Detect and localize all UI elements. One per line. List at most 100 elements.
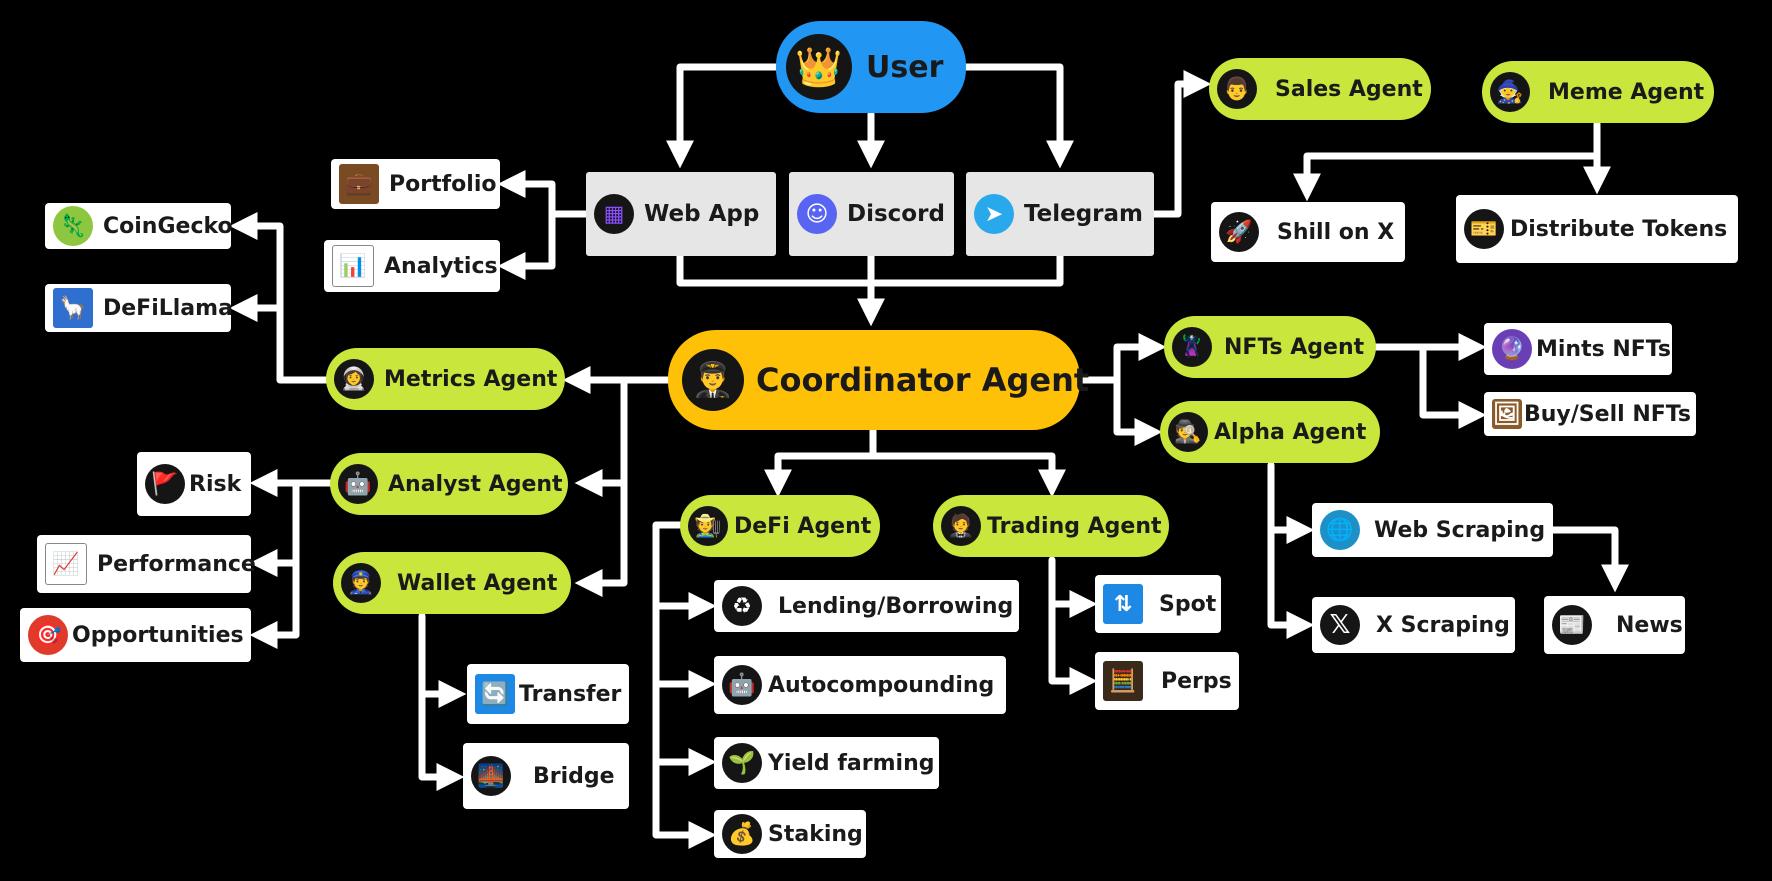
perps-label: Perps [1161, 668, 1232, 694]
telegram-label: Telegram [1024, 201, 1144, 227]
lending-borrowing-node[interactable]: ♻ Lending/Borrowing [714, 580, 1019, 632]
user-label: User [866, 49, 944, 85]
performance-node[interactable]: 📈 Performance [37, 535, 256, 593]
edge-defi-autocompounding [652, 602, 717, 698]
red-flag-icon: 🚩 [145, 464, 185, 504]
buy-sell-nfts-label: Buy/Sell NFTs [1524, 401, 1691, 427]
gecko-icon: 🦎 [53, 206, 93, 246]
meme-agent-node[interactable]: 🧙 Meme Agent [1482, 61, 1714, 123]
edge-webapp-analytics [497, 210, 556, 280]
crystal-ball-icon: 🔮 [1492, 329, 1532, 369]
rocket-icon: 🚀 [1219, 212, 1259, 252]
purple-cubes-icon: ▦ [594, 194, 634, 234]
discord-logo-icon: ☺ [797, 194, 837, 234]
sales-agent-node[interactable]: 👨 Sales Agent [1209, 58, 1431, 120]
edge-alpha-webscraping [1267, 461, 1315, 544]
coingecko-label: CoinGecko [103, 213, 233, 239]
defi-agent-label: DeFi Agent [734, 513, 872, 539]
edge-wallet-bridge [418, 690, 465, 791]
transfer-label: Transfer [519, 681, 622, 707]
edge-coordinator-wallet [574, 479, 628, 597]
staking-node[interactable]: 💰 Staking [714, 810, 866, 858]
perps-node[interactable]: 🧮 Perps [1095, 652, 1239, 710]
x-logo-icon: 𝕏 [1320, 605, 1360, 645]
discord-label: Discord [847, 201, 945, 227]
coingecko-node[interactable]: 🦎 CoinGecko [45, 203, 233, 249]
shill-on-x-node[interactable]: 🚀 Shill on X [1211, 202, 1405, 262]
metrics-agent-node[interactable]: 👩‍🚀 Metrics Agent [326, 348, 565, 410]
edge-trading-perps [1048, 600, 1098, 695]
discord-node[interactable]: ☺ Discord [789, 172, 954, 256]
farmer-icon: 🧑‍🌾 [688, 506, 728, 546]
abacus-icon: 🧮 [1103, 661, 1143, 701]
edge-defi-lending [652, 521, 717, 620]
trend-up-chart-icon: 📈 [45, 543, 87, 585]
autocompounding-node[interactable]: 🤖 Autocompounding [714, 656, 1006, 714]
autocompounding-label: Autocompounding [768, 672, 995, 698]
spot-node[interactable]: ⇅ Spot [1095, 575, 1221, 633]
pilot-icon: 👨‍✈️ [682, 349, 744, 411]
nfts-agent-node[interactable]: 🦹 NFTs Agent [1164, 316, 1376, 378]
coordinator-agent-node[interactable]: 👨‍✈️ Coordinator Agent [668, 330, 1089, 430]
edge-webscraping-news [1549, 526, 1629, 593]
shill-on-x-label: Shill on X [1277, 219, 1395, 245]
detective-icon: 🕵 [1168, 412, 1208, 452]
performance-label: Performance [97, 551, 256, 577]
bridge-node[interactable]: 🌉 Bridge [463, 743, 629, 809]
alpha-agent-node[interactable]: 🕵 Alpha Agent [1160, 401, 1380, 463]
transfer-node[interactable]: 🔄 Transfer [467, 664, 629, 724]
distribute-tokens-node[interactable]: 🎫 Distribute Tokens [1456, 195, 1738, 263]
prince-face-icon: 👑 [786, 34, 852, 100]
portfolio-node[interactable]: 💼 Portfolio [331, 159, 500, 209]
x-scraping-node[interactable]: 𝕏 X Scraping [1312, 597, 1515, 653]
user-node[interactable]: 👑 User [776, 21, 966, 113]
web-app-node[interactable]: ▦ Web App [586, 172, 776, 256]
telegram-node[interactable]: ➤ Telegram [966, 172, 1154, 256]
defillama-node[interactable]: 🦙 DeFiLlama [45, 284, 233, 332]
robot-face-icon: 🤖 [338, 464, 378, 504]
edge-user-telegram [962, 63, 1074, 169]
seedling-icon: 🌱 [722, 743, 762, 783]
bridge-icon: 🌉 [471, 756, 511, 796]
astronaut-icon: 👩‍🚀 [334, 359, 374, 399]
swap-arrows-icon: ⇅ [1103, 584, 1143, 624]
edge-alpha-xscraping [1267, 526, 1315, 639]
edge-telegram-sales [1150, 70, 1212, 218]
edge-coordinator-nfts [1076, 333, 1167, 384]
briefcase-icon: 💼 [339, 164, 379, 204]
robot-icon: 🤖 [722, 665, 762, 705]
web-scraping-label: Web Scraping [1374, 517, 1546, 543]
refresh-arrows-icon: 🔄 [475, 674, 515, 714]
edge-wallet-transfer [418, 612, 467, 708]
opportunities-node[interactable]: 🎯 Opportunities [20, 608, 251, 662]
edge-channels-coordinator [676, 252, 1064, 318]
distribute-tokens-label: Distribute Tokens [1510, 216, 1728, 242]
superhero-icon: 🦹 [1172, 327, 1212, 367]
analytics-node[interactable]: 📊 Analytics [324, 240, 500, 292]
yield-farming-node[interactable]: 🌱 Yield farming [714, 737, 939, 789]
web-scraping-node[interactable]: 🌐 Web Scraping [1312, 503, 1553, 557]
risk-node[interactable]: 🚩 Risk [137, 452, 251, 516]
edge-nfts-buysell [1419, 343, 1487, 429]
news-label: News [1616, 612, 1683, 638]
x-scraping-label: X Scraping [1376, 612, 1510, 638]
trading-agent-label: Trading Agent [987, 513, 1162, 539]
defi-agent-node[interactable]: 🧑‍🌾 DeFi Agent [680, 495, 880, 557]
news-node[interactable]: 📰 News [1544, 596, 1685, 654]
wizard-icon: 🧙 [1490, 72, 1530, 112]
coordinator-agent-label: Coordinator Agent [756, 361, 1090, 399]
edge-defi-yield [652, 680, 717, 776]
buy-sell-nfts-node[interactable]: 🖼 Buy/Sell NFTs [1484, 392, 1696, 436]
wallet-agent-node[interactable]: 👮 Wallet Agent [333, 552, 571, 614]
trading-agent-node[interactable]: 🤵 Trading Agent [933, 495, 1169, 557]
alpha-agent-label: Alpha Agent [1214, 419, 1367, 445]
mints-nfts-node[interactable]: 🔮 Mints NFTs [1484, 323, 1672, 375]
analyst-agent-node[interactable]: 🤖 Analyst Agent [330, 453, 568, 515]
target-icon: 🎯 [28, 615, 68, 655]
edge-analyst-performance [249, 479, 300, 577]
mints-nfts-label: Mints NFTs [1536, 336, 1671, 362]
portfolio-label: Portfolio [389, 171, 497, 197]
sales-agent-label: Sales Agent [1275, 76, 1423, 102]
edge-analyst-opportunities [249, 559, 300, 649]
